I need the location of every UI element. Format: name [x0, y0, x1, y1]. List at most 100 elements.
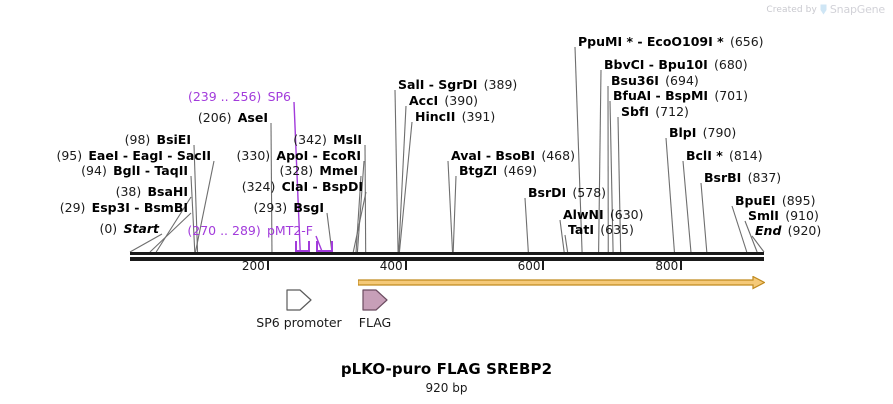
enzyme-name: AccI	[409, 93, 439, 108]
enzyme-label-alwni[interactable]: AlwNI (630)	[563, 208, 644, 222]
enzyme-label-asei[interactable]: (206) AseI	[198, 111, 268, 125]
leader-line-end	[751, 235, 765, 253]
enzyme-position: (239 .. 256)	[187, 89, 262, 104]
leader-line-apoi-ecori	[356, 160, 365, 253]
enzyme-name: MmeI	[319, 163, 358, 178]
enzyme-label-acci[interactable]: AccI (390)	[409, 94, 478, 108]
feature-arrow-flag[interactable]	[362, 288, 388, 316]
enzyme-position: (0)	[99, 221, 118, 236]
feature-label-flag: FLAG	[358, 315, 392, 330]
enzyme-label-end[interactable]: End (920)	[755, 224, 821, 238]
leader-line-bgli-taqii	[190, 175, 196, 253]
enzyme-label-bsahi[interactable]: (38) BsaHI	[116, 185, 188, 199]
ruler-label: 400	[379, 259, 403, 273]
enzyme-name: HincII	[415, 109, 456, 124]
plasmid-size: 920 bp	[425, 381, 468, 395]
ruler-tick	[542, 261, 545, 270]
enzyme-name: BsiEI	[156, 132, 191, 147]
enzyme-position: (468)	[541, 148, 575, 163]
enzyme-label-blpi[interactable]: BlpI (790)	[669, 126, 736, 140]
enzyme-label-eaei-eagi-sacii[interactable]: (95) EaeI - EagI - SacII	[56, 149, 211, 163]
enzyme-label-clai-bspdi[interactable]: (324) ClaI - BspDI	[242, 180, 363, 194]
feature-arrow-sp6-promoter[interactable]	[286, 288, 312, 316]
enzyme-label-ppumi-ecoo109i[interactable]: PpuMI * - EcoO109I * (656)	[578, 35, 764, 49]
enzyme-position: (790)	[702, 125, 737, 140]
ruler-label: 600	[517, 259, 541, 273]
enzyme-name: AlwNI	[563, 207, 604, 222]
enzyme-position: (38)	[115, 184, 142, 199]
enzyme-name: pMT2-F	[266, 223, 313, 238]
enzyme-label-msli[interactable]: (342) MslI	[293, 133, 362, 147]
enzyme-name: SalI - SgrDI	[398, 77, 478, 92]
enzyme-name: TatI	[568, 222, 594, 237]
enzyme-label-start[interactable]: (0) Start	[99, 222, 159, 236]
leader-line-eaei-eagi-sacii	[194, 160, 215, 253]
enzyme-name: SP6	[267, 89, 291, 104]
enzyme-label-avai-bsobi[interactable]: AvaI - BsoBI (468)	[451, 149, 575, 163]
snapgene-logo-icon	[820, 4, 827, 15]
sp6-primer-bracket[interactable]	[294, 241, 311, 252]
dna-backbone-bottom-strand	[130, 257, 764, 261]
enzyme-label-btgzi[interactable]: BtgZI (469)	[459, 164, 537, 178]
enzyme-label-bsrdi[interactable]: BsrDI (578)	[528, 186, 606, 200]
enzyme-label-esp3i-bsmbi[interactable]: (29) Esp3I - BsmBI	[60, 201, 188, 215]
enzyme-name: BbvCI - Bpu10I	[604, 57, 708, 72]
enzyme-position: (469)	[503, 163, 538, 178]
snapgene-watermark: Created by SnapGene	[766, 3, 885, 16]
enzyme-label-bsrbi[interactable]: BsrBI (837)	[704, 171, 781, 185]
ruler-tick	[404, 261, 407, 270]
enzyme-label-hincii[interactable]: HincII (391)	[415, 110, 495, 124]
leader-line-bpuei	[731, 205, 748, 253]
enzyme-name: AvaI - BsoBI	[451, 148, 536, 163]
enzyme-name: Bsu36I	[611, 73, 659, 88]
enzyme-name: End	[755, 223, 782, 238]
enzyme-position: (391)	[461, 109, 496, 124]
enzyme-position: (694)	[665, 73, 699, 88]
enzyme-label-apoi-ecori[interactable]: (330) ApoI - EcoRI	[237, 149, 361, 163]
enzyme-position: (656)	[729, 34, 764, 49]
watermark-prefix: Created by	[766, 4, 817, 15]
enzyme-position: (324)	[241, 179, 276, 194]
enzyme-position: (206)	[197, 110, 232, 125]
leader-line-bsrbi	[700, 182, 708, 253]
leader-line-avai-bsobi	[447, 160, 454, 253]
enzyme-label-bgli-taqii[interactable]: (94) BglI - TaqII	[81, 164, 188, 178]
enzyme-name: BpuEI	[735, 193, 776, 208]
enzyme-label-sbfi[interactable]: SbfI (712)	[621, 105, 689, 119]
leader-line-hincii	[398, 121, 413, 253]
leader-line-start	[129, 233, 163, 253]
enzyme-label-bbvci-bpu10i[interactable]: BbvCI - Bpu10I (680)	[604, 58, 748, 72]
enzyme-position: (330)	[236, 148, 271, 163]
enzyme-label-bsgi[interactable]: (293) BsgI	[254, 201, 324, 215]
enzyme-position: (578)	[572, 185, 607, 200]
orf-arrow[interactable]	[357, 275, 766, 294]
leader-line-msli	[364, 144, 367, 253]
ruler-label: 200	[241, 259, 265, 273]
enzyme-position: (390)	[444, 93, 479, 108]
enzyme-name: BlpI	[669, 125, 697, 140]
ruler-tick	[266, 261, 269, 270]
enzyme-name: SmlI	[748, 208, 779, 223]
enzyme-label-mmei[interactable]: (328) MmeI	[280, 164, 358, 178]
enzyme-label-bfuai-bspmi[interactable]: BfuAI - BspMI (701)	[613, 89, 748, 103]
enzyme-name: AseI	[237, 110, 268, 125]
enzyme-label-bsiei[interactable]: (98) BsiEI	[125, 133, 191, 147]
pmt2f-primer-bracket[interactable]	[316, 241, 334, 252]
enzyme-label-smli[interactable]: SmlI (910)	[748, 209, 819, 223]
plasmid-name: pLKO-puro FLAG SREBP2	[340, 360, 553, 378]
leader-line-tati	[564, 234, 569, 253]
enzyme-label-pmt2f-primer[interactable]: (270 .. 289) pMT2-F	[187, 224, 313, 238]
feature-label-sp6-promoter: SP6 promoter	[256, 315, 342, 330]
enzyme-label-sp6-primer[interactable]: (239 .. 256) SP6	[188, 90, 291, 104]
enzyme-label-sali-sgrdi[interactable]: SalI - SgrDI (389)	[398, 78, 517, 92]
enzyme-label-tati[interactable]: TatI (635)	[568, 223, 634, 237]
enzyme-name: BtgZI	[459, 163, 498, 178]
enzyme-position: (389)	[483, 77, 518, 92]
enzyme-name: MslI	[333, 132, 362, 147]
enzyme-name: SbfI	[621, 104, 650, 119]
enzyme-label-bpuei[interactable]: BpuEI (895)	[735, 194, 815, 208]
enzyme-label-bcli[interactable]: BclI * (814)	[686, 149, 763, 163]
enzyme-name: BglI - TaqII	[113, 163, 188, 178]
enzyme-label-bsu36i[interactable]: Bsu36I (694)	[611, 74, 699, 88]
